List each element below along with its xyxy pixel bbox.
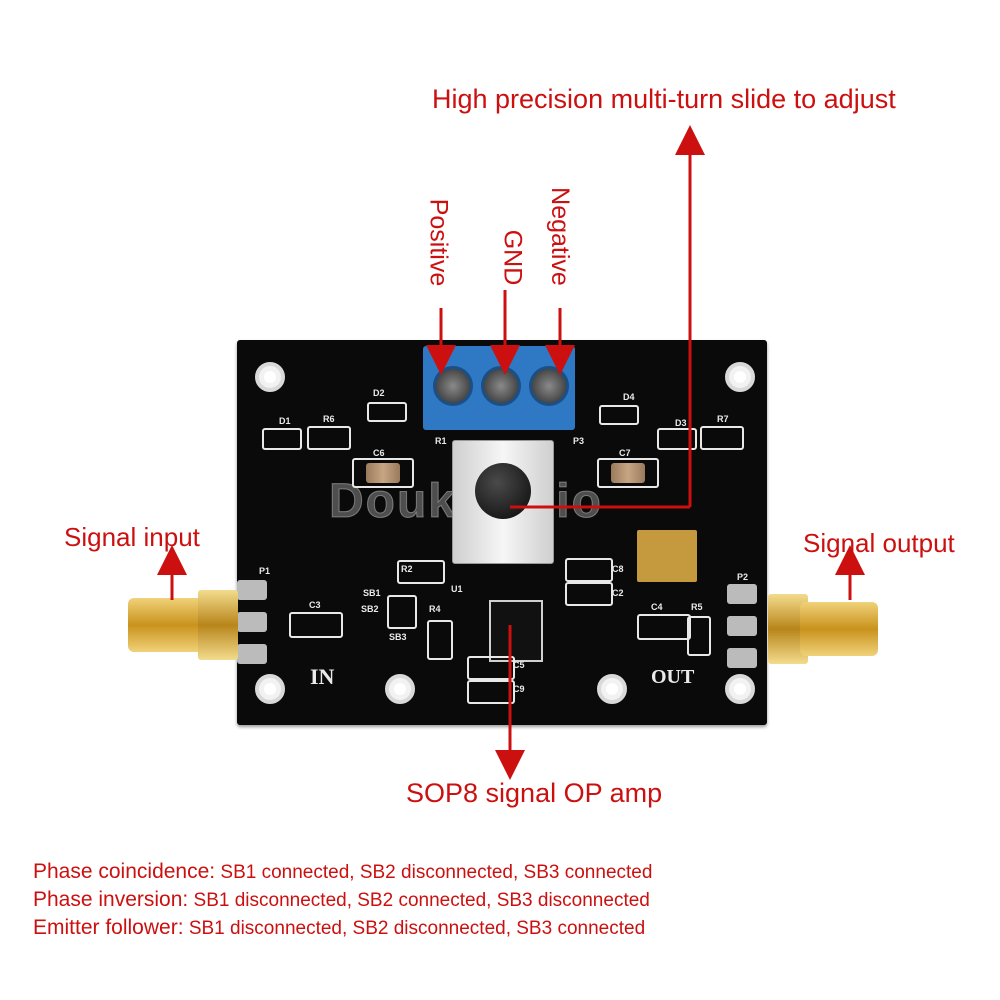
mount-hole-bmr <box>597 674 627 704</box>
led-d4 <box>599 405 639 425</box>
mount-hole-tr <box>725 362 755 392</box>
sop8-opamp-chip <box>489 600 543 662</box>
sma-input-connector[interactable] <box>128 590 238 660</box>
legend-detail: SB1 connected, SB2 disconnected, SB3 con… <box>215 862 653 883</box>
designator-c6: C6 <box>373 448 385 458</box>
resistor-r4 <box>427 620 453 660</box>
input-pins <box>237 580 267 670</box>
out-silkscreen: OUT <box>651 666 695 688</box>
capacitor-c3 <box>289 612 343 638</box>
mount-hole-br <box>725 674 755 704</box>
designator-p2: P2 <box>737 572 749 582</box>
resistor-r7 <box>700 426 744 450</box>
opamp-label: SOP8 signal OP amp <box>406 778 663 808</box>
designator-c5: C5 <box>513 660 525 670</box>
designator-p1: P1 <box>259 566 271 576</box>
legend-row: Phase inversion: SB1 disconnected, SB2 c… <box>33 888 650 912</box>
led-d3 <box>657 428 697 450</box>
legend-mode: Phase inversion: <box>33 888 189 911</box>
output-pins <box>727 584 757 674</box>
designator-p3: P3 <box>573 436 585 446</box>
designator-c3: C3 <box>309 600 321 610</box>
designator-c4: C4 <box>651 602 663 612</box>
capacitor-c5 <box>467 656 515 680</box>
capacitor-c8 <box>565 558 613 582</box>
designator-c7: C7 <box>619 448 631 458</box>
resistor-r5 <box>687 616 711 656</box>
in-silkscreen: IN <box>310 664 335 689</box>
designator-r5: R5 <box>691 602 703 612</box>
designator-d4: D4 <box>623 392 635 402</box>
designator-u1: U1 <box>451 584 463 594</box>
designator-d1: D1 <box>279 416 291 426</box>
solder-bridge-pads <box>387 595 417 629</box>
legend-detail: SB1 disconnected, SB2 connected, SB3 dis… <box>188 890 650 911</box>
mount-hole-bl <box>255 674 285 704</box>
legend-row: Emitter follower: SB1 disconnected, SB2 … <box>33 916 645 940</box>
designator-r6: R6 <box>323 414 335 424</box>
capacitor-c2 <box>565 582 613 606</box>
designator-sb3: SB3 <box>389 632 407 642</box>
resistor-r2 <box>397 560 445 584</box>
resistor-r6 <box>307 426 351 450</box>
capacitor-c7 <box>597 458 659 488</box>
potentiometer-knob[interactable] <box>475 463 531 519</box>
designator-r7: R7 <box>717 414 729 424</box>
led-d1 <box>262 428 302 450</box>
mount-hole-bml <box>385 674 415 704</box>
legend-mode: Phase coincidence: <box>33 860 216 883</box>
multiturn-annotation: High precision multi-turn slide to adjus… <box>432 84 896 114</box>
designator-r1: R1 <box>435 436 447 446</box>
designator-sb1: SB1 <box>363 588 381 598</box>
sma-output-connector[interactable] <box>768 594 878 664</box>
capacitor-c6 <box>352 458 414 488</box>
mount-hole-tl <box>255 362 285 392</box>
capacitor-c9 <box>467 680 515 704</box>
designator-sb2: SB2 <box>361 604 379 614</box>
pcb-board: DoukAudio IN OUT D1 R6 D2 R1 P3 D4 D3 <box>237 340 767 725</box>
capacitor-c4 <box>637 614 691 640</box>
legend-detail: SB1 disconnected, SB2 disconnected, SB3 … <box>183 918 646 939</box>
designator-d2: D2 <box>373 388 385 398</box>
designator-d3: D3 <box>675 418 687 428</box>
legend-row: Phase coincidence: SB1 connected, SB2 di… <box>33 860 652 884</box>
designator-c2: C2 <box>612 588 624 598</box>
designator-r2: R2 <box>401 564 413 574</box>
designator-r4: R4 <box>429 604 441 614</box>
designator-c9: C9 <box>513 684 525 694</box>
designator-c8: C8 <box>612 564 624 574</box>
antenna-sticker <box>637 530 697 582</box>
legend-mode: Emitter follower: <box>33 916 184 939</box>
signal-output-label: Signal output <box>803 528 955 558</box>
multiturn-potentiometer[interactable] <box>452 440 554 564</box>
led-d2 <box>367 402 407 422</box>
